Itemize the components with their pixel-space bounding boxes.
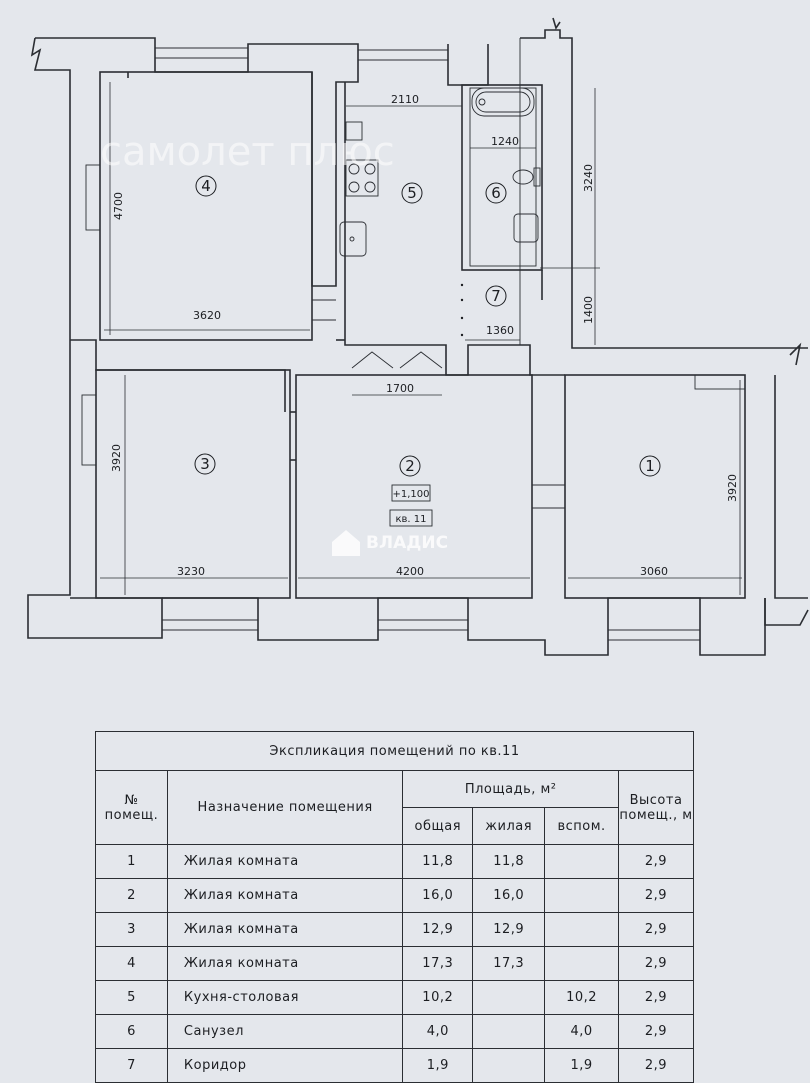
- dim-label: 1240: [491, 135, 519, 148]
- row-name: Кухня-столовая: [166, 980, 404, 1015]
- corridor-dots: [460, 283, 464, 337]
- room-number-3: 3: [200, 455, 210, 473]
- floor-plan: 1 2 3 4 5 6 7 2110 1240 3240 4700 3620 1…: [27, 17, 809, 656]
- row-aux: [544, 912, 620, 947]
- room-number-6: 6: [491, 184, 501, 202]
- row-height: 2,9: [618, 844, 694, 879]
- explication-table: Экспликация помещений по кв.11 № помещ. …: [95, 731, 694, 1083]
- dim-label: 4700: [112, 192, 125, 220]
- row-total: 12,9: [402, 912, 474, 947]
- dimension-lines: [100, 82, 742, 595]
- row-name: Жилая комната: [166, 878, 404, 913]
- row-total: 1,9: [402, 1048, 474, 1083]
- table-title: Экспликация помещений по кв.11: [95, 731, 694, 771]
- row-name: Санузел: [166, 1014, 404, 1049]
- row-aux: 1,9: [544, 1048, 620, 1083]
- row-name: Коридор: [166, 1048, 404, 1083]
- row-total: 17,3: [402, 946, 474, 981]
- row-num: 6: [95, 1014, 168, 1049]
- row-living: [472, 980, 546, 1015]
- row-total: 16,0: [402, 878, 474, 913]
- row-aux: [544, 946, 620, 981]
- header-total: общая: [402, 807, 474, 845]
- row-num: 2: [95, 878, 168, 913]
- row-aux: [544, 878, 620, 913]
- dim-label: 3620: [193, 309, 221, 322]
- row-living: 17,3: [472, 946, 546, 981]
- table-row: 5 Кухня-столовая 10,2 10,2 2,9: [95, 980, 694, 1015]
- room-number-7: 7: [491, 287, 501, 305]
- table-row: 2 Жилая комната 16,0 16,0 2,9: [95, 878, 694, 913]
- row-name: Жилая комната: [166, 946, 404, 981]
- row-num: 7: [95, 1048, 168, 1083]
- apartment-tag: кв. 11: [395, 514, 426, 525]
- table-row: 7 Коридор 1,9 1,9 2,9: [95, 1048, 694, 1083]
- row-total: 10,2: [402, 980, 474, 1015]
- row-num: 1: [95, 844, 168, 879]
- walls: [27, 17, 809, 656]
- row-num: 5: [95, 980, 168, 1015]
- watermark-center-text: ВЛАДИС: [366, 533, 448, 553]
- dim-label: 2110: [391, 93, 419, 106]
- room-number-2: 2: [405, 457, 415, 475]
- kitchen-fixtures: [339, 121, 379, 257]
- row-num: 3: [95, 912, 168, 947]
- room-number-1: 1: [645, 457, 655, 475]
- row-name: Жилая комната: [166, 844, 404, 879]
- row-height: 2,9: [618, 946, 694, 981]
- dim-label: 1360: [486, 324, 514, 337]
- header-area: Площадь, м²: [402, 770, 620, 808]
- dim-label: 3060: [640, 565, 668, 578]
- room-number-4: 4: [201, 177, 211, 195]
- table-row: 1 Жилая комната 11,8 11,8 2,9: [95, 844, 694, 879]
- header-aux: вспом.: [544, 807, 620, 845]
- apartment-tag-box: [389, 509, 433, 527]
- dimension-labels: 2110 1240 3240 4700 3620 1400 1360 1700 …: [110, 93, 739, 578]
- dim-label: 3920: [110, 444, 123, 472]
- header-living: жилая: [472, 807, 546, 845]
- row-height: 2,9: [618, 1014, 694, 1049]
- row-total: 4,0: [402, 1014, 474, 1049]
- door-swing: [351, 351, 443, 369]
- row-height: 2,9: [618, 878, 694, 913]
- row-num: 4: [95, 946, 168, 981]
- header-purpose: Назначение помещения: [166, 770, 404, 845]
- row-height: 2,9: [618, 912, 694, 947]
- dim-label: 3240: [582, 164, 595, 192]
- watermark-top: самолет плюс: [100, 129, 395, 175]
- row-living: 12,9: [472, 912, 546, 947]
- row-name: Жилая комната: [166, 912, 404, 947]
- table-row: 3 Жилая комната 12,9 12,9 2,9: [95, 912, 694, 947]
- row-aux: 4,0: [544, 1014, 620, 1049]
- row-height: 2,9: [618, 980, 694, 1015]
- dim-label: 1700: [386, 382, 414, 395]
- row-living: [472, 1048, 546, 1083]
- row-height: 2,9: [618, 1048, 694, 1083]
- level-mark-box: [391, 484, 431, 502]
- row-living: [472, 1014, 546, 1049]
- row-total: 11,8: [402, 844, 474, 879]
- dim-label: 3920: [726, 474, 739, 502]
- watermark-center: ВЛАДИС: [332, 530, 448, 556]
- table-row: 4 Жилая комната 17,3 17,3 2,9: [95, 946, 694, 981]
- house-logo-icon: [332, 530, 360, 556]
- row-living: 11,8: [472, 844, 546, 879]
- row-living: 16,0: [472, 878, 546, 913]
- room-markers: 1 2 3 4 5 6 7: [194, 175, 661, 477]
- dim-label: 1400: [582, 296, 595, 324]
- row-aux: 10,2: [544, 980, 620, 1015]
- header-num: № помещ.: [95, 770, 168, 845]
- header-height: Высота помещ., м: [618, 770, 694, 845]
- dim-label: 3230: [177, 565, 205, 578]
- level-mark: +1,100: [392, 489, 429, 500]
- bathroom-fixtures: [471, 87, 541, 243]
- table-row: 6 Санузел 4,0 4,0 2,9: [95, 1014, 694, 1049]
- room-number-5: 5: [407, 184, 417, 202]
- row-aux: [544, 844, 620, 879]
- dim-label: 4200: [396, 565, 424, 578]
